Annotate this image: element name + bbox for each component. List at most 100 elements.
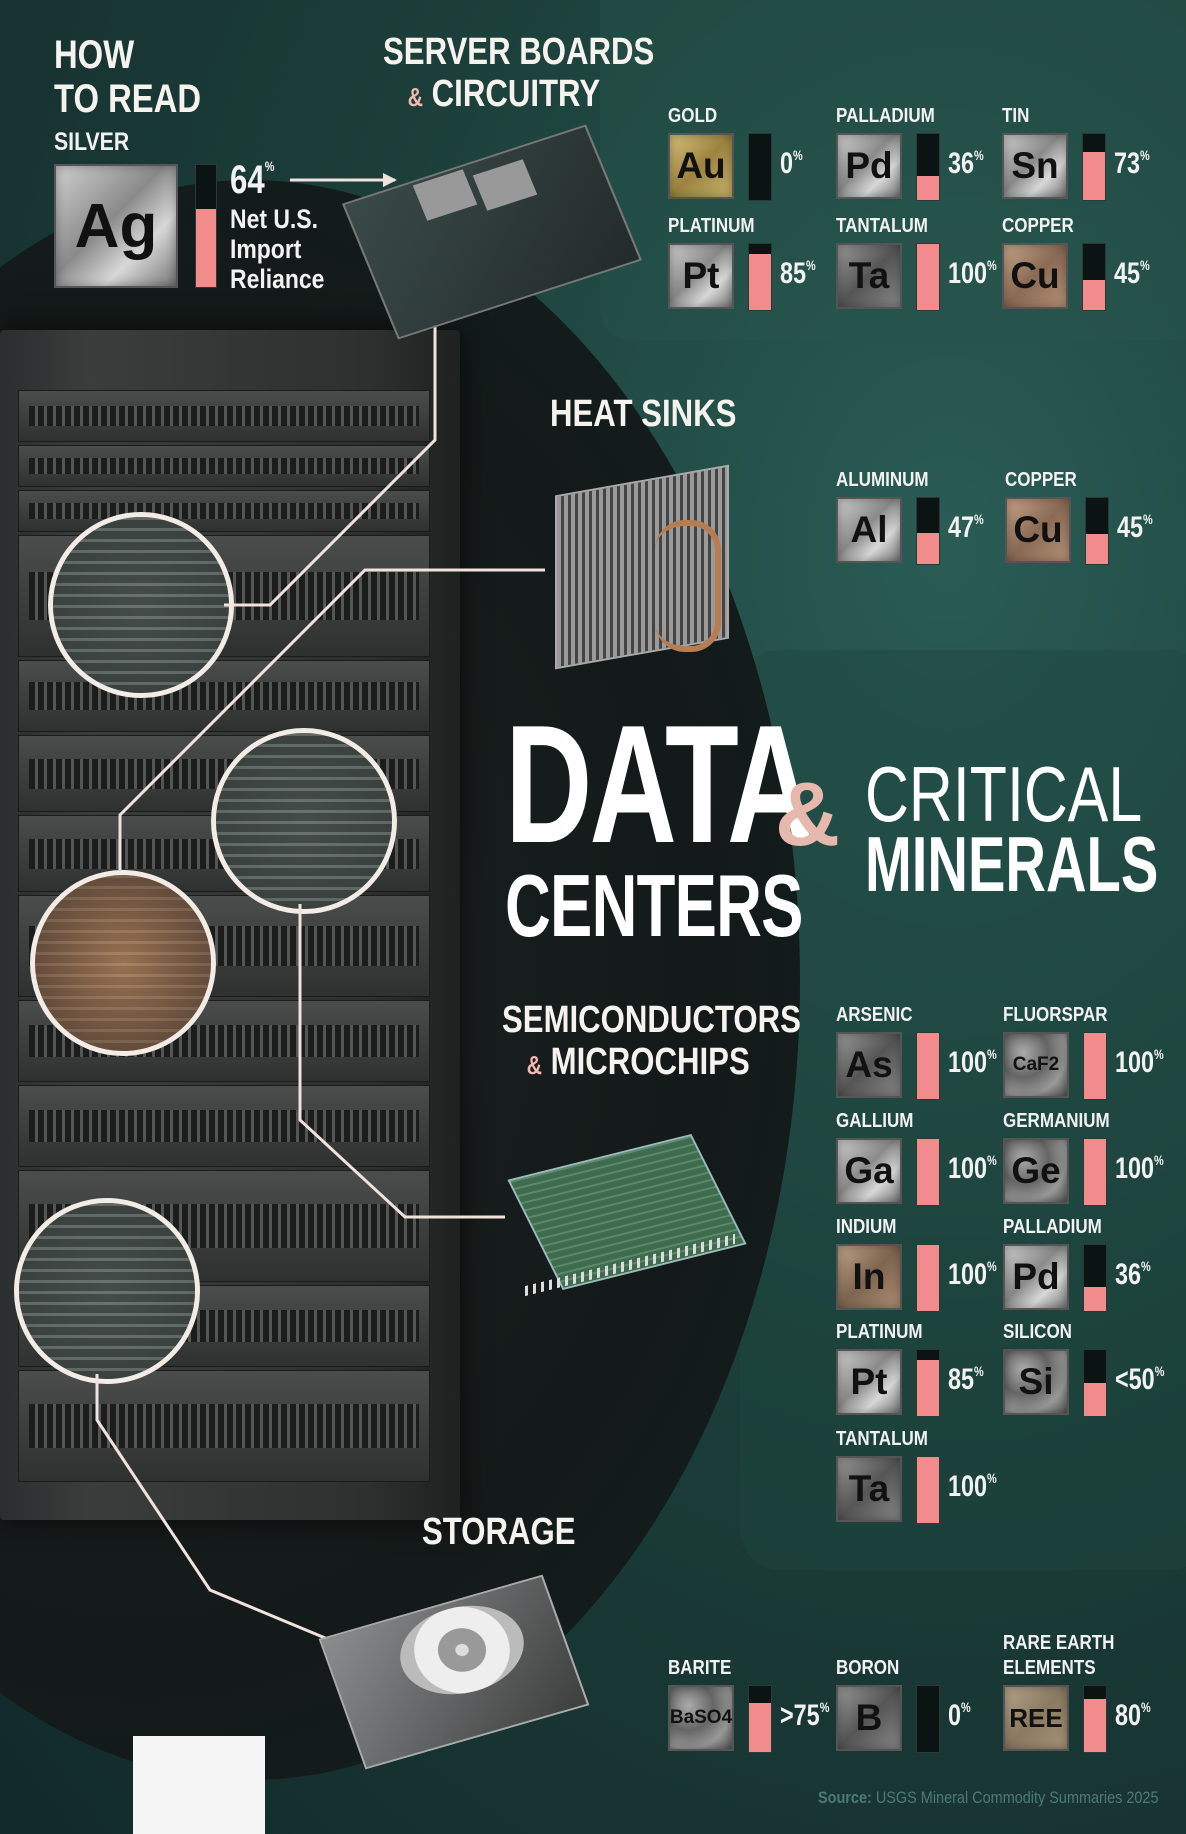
element-symbol: Cu bbox=[1010, 255, 1060, 296]
data-label-germanium-2: 100% bbox=[1115, 1152, 1164, 1185]
how-to-read-value: 64% bbox=[230, 158, 275, 202]
how-to-read-bar bbox=[195, 164, 217, 288]
bar-palladium-0 bbox=[916, 133, 940, 201]
bar-fill-copper-0 bbox=[1083, 280, 1105, 310]
mineral-tile-copper-0: Cu bbox=[1002, 243, 1068, 309]
mineral-tile-copper-1: Cu bbox=[1005, 497, 1071, 563]
mineral-tile-indium-2: In bbox=[836, 1244, 902, 1310]
bar-boron-3 bbox=[916, 1685, 940, 1753]
element-symbol: As bbox=[845, 1044, 893, 1085]
bar-fill-fluorspar-2 bbox=[1084, 1033, 1106, 1099]
mineral-tile-platinum-2: Pt bbox=[836, 1349, 902, 1415]
element-symbol: Ga bbox=[844, 1150, 894, 1191]
bar-fill-rare-earth-3 bbox=[1084, 1699, 1106, 1752]
mineral-name-aluminum-1: ALUMINUM bbox=[836, 469, 929, 491]
bar-indium-2 bbox=[916, 1244, 940, 1312]
data-label-palladium-0: 36% bbox=[948, 147, 984, 180]
bar-fill-platinum-0 bbox=[749, 253, 771, 310]
mineral-name-tin-0: TIN bbox=[1002, 105, 1030, 127]
heat-sink-image bbox=[545, 460, 745, 670]
element-symbol: Au bbox=[676, 145, 726, 186]
data-label-tantalum-0: 100% bbox=[948, 257, 997, 290]
bar-fill-palladium-0 bbox=[917, 176, 939, 200]
data-label-platinum-0: 85% bbox=[780, 257, 816, 290]
element-symbol: Pd bbox=[1012, 1256, 1060, 1297]
mineral-tile-fluorspar-2: CaF2 bbox=[1003, 1032, 1069, 1098]
mineral-tile-palladium-2: Pd bbox=[1003, 1244, 1069, 1310]
bar-barite-3 bbox=[748, 1685, 772, 1753]
element-symbol: Pt bbox=[850, 1361, 888, 1402]
mineral-name-tantalum-2: TANTALUM bbox=[836, 1428, 928, 1450]
bar-tin-0 bbox=[1082, 133, 1106, 201]
bar-fill-indium-2 bbox=[917, 1245, 939, 1311]
mineral-tile-barite-3: BaSO4 bbox=[668, 1685, 734, 1751]
bar-palladium-2 bbox=[1083, 1244, 1107, 1312]
element-symbol: Ta bbox=[848, 1468, 890, 1509]
data-label-platinum-2: 85% bbox=[948, 1363, 984, 1396]
bar-fill bbox=[196, 208, 216, 287]
data-label-barite-3: >75% bbox=[780, 1699, 830, 1732]
mineral-tile-gold-0: Au bbox=[668, 133, 734, 199]
bar-gold-0 bbox=[748, 133, 772, 201]
bar-fill-tantalum-0 bbox=[917, 244, 939, 310]
mineral-tile-aluminum-1: Al bbox=[836, 497, 902, 563]
mineral-tile-germanium-2: Ge bbox=[1003, 1138, 1069, 1204]
element-symbol: Pd bbox=[845, 145, 893, 186]
element-symbol: Si bbox=[1018, 1361, 1054, 1402]
bar-fill-silicon-2 bbox=[1084, 1383, 1106, 1416]
element-symbol: REE bbox=[1009, 1702, 1063, 1733]
how-to-read-element-name: SILVER bbox=[54, 128, 130, 156]
source-note: Source: USGS Mineral Commodity Summaries… bbox=[818, 1788, 1159, 1807]
mineral-name-fluorspar-2: FLUORSPAR bbox=[1003, 1004, 1108, 1026]
bar-fill-tin-0 bbox=[1083, 151, 1105, 200]
element-symbol: Ta bbox=[848, 255, 890, 296]
main-title-ampersand: & bbox=[775, 765, 840, 865]
data-label-copper-0: 45% bbox=[1114, 257, 1150, 290]
bar-fill-barite-3 bbox=[749, 1702, 771, 1752]
bar-copper-1 bbox=[1085, 497, 1109, 565]
data-label-rare-earth-3: 80% bbox=[1115, 1699, 1151, 1732]
zoom-circle-storage bbox=[14, 1198, 200, 1384]
data-label-boron-3: 0% bbox=[948, 1699, 971, 1732]
bar-fill-arsenic-2 bbox=[917, 1033, 939, 1099]
mineral-name-palladium-0: PALLADIUM bbox=[836, 105, 935, 127]
data-label-arsenic-2: 100% bbox=[948, 1046, 997, 1079]
mineral-tile-tantalum-2: Ta bbox=[836, 1456, 902, 1522]
section-title-semiconductors: SEMICONDUCTORS & MICROCHIPS bbox=[502, 999, 801, 1083]
mineral-name-boron-3: BORON bbox=[836, 1657, 900, 1679]
mineral-name-platinum-0: PLATINUM bbox=[668, 215, 755, 237]
mineral-tile-tin-0: Sn bbox=[1002, 133, 1068, 199]
bar-fill-aluminum-1 bbox=[917, 532, 939, 564]
mineral-name-arsenic-2: ARSENIC bbox=[836, 1004, 913, 1026]
bar-gallium-2 bbox=[916, 1138, 940, 1206]
bar-tantalum-2 bbox=[916, 1456, 940, 1524]
hard-drive-image bbox=[318, 1574, 592, 1770]
bar-fill-tantalum-2 bbox=[917, 1457, 939, 1523]
element-symbol: Ge bbox=[1011, 1150, 1061, 1191]
data-label-indium-2: 100% bbox=[948, 1258, 997, 1291]
how-to-read-title: HOW TO READ bbox=[54, 33, 202, 121]
bar-platinum-0 bbox=[748, 243, 772, 311]
mineral-tile-rare-earth-3: REE bbox=[1003, 1685, 1069, 1751]
mineral-name-barite-3: BARITE bbox=[668, 1657, 732, 1679]
element-symbol: Ag bbox=[74, 191, 158, 261]
how-to-read-element-tile: Ag bbox=[54, 164, 178, 288]
section-title-heat-sinks: HEAT SINKS bbox=[550, 393, 737, 435]
mineral-name-line2: ELEMENTS bbox=[1003, 1657, 1096, 1679]
mineral-name-palladium-2: PALLADIUM bbox=[1003, 1216, 1102, 1238]
mineral-tile-arsenic-2: As bbox=[836, 1032, 902, 1098]
zoom-circle-chips bbox=[211, 728, 397, 914]
mineral-tile-boron-3: B bbox=[836, 1685, 902, 1751]
bar-aluminum-1 bbox=[916, 497, 940, 565]
data-label-copper-1: 45% bbox=[1117, 511, 1153, 544]
data-label-palladium-2: 36% bbox=[1115, 1258, 1151, 1291]
bar-fill-gallium-2 bbox=[917, 1139, 939, 1205]
element-symbol: Cu bbox=[1013, 509, 1063, 550]
main-title-data: DATA bbox=[505, 690, 814, 878]
data-label-fluorspar-2: 100% bbox=[1115, 1046, 1164, 1079]
main-title-critical: CRITICAL bbox=[865, 750, 1143, 838]
bar-fill-palladium-2 bbox=[1084, 1287, 1106, 1311]
